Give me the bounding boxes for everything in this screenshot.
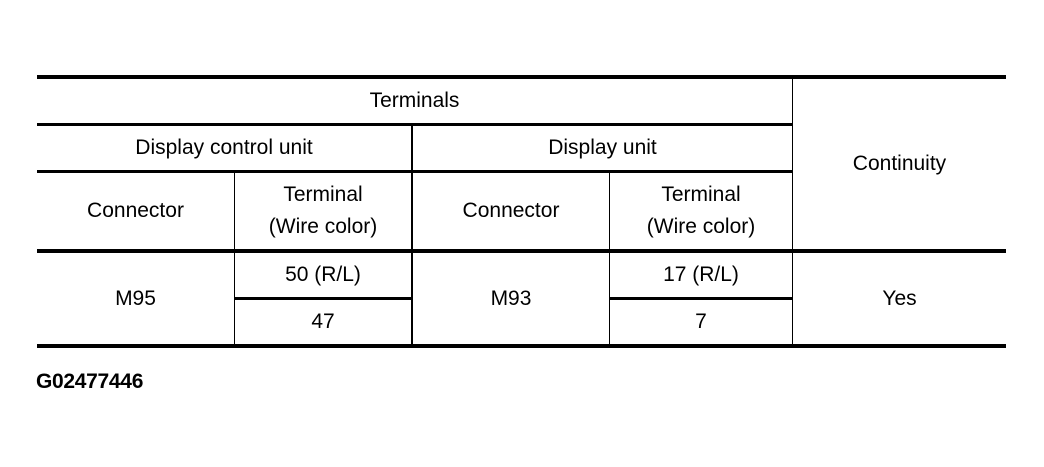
vrule-continuity — [792, 78, 793, 346]
rule-between-terminals-right — [609, 297, 792, 300]
cell-du-terminal-1: 17 (R/L) — [610, 253, 792, 297]
header-display-unit: Display unit — [413, 126, 792, 170]
cell-du-connector: M93 — [413, 253, 609, 344]
table-top-rule — [37, 75, 1006, 79]
du-connector-value: M93 — [490, 286, 532, 310]
rule-below-terminals — [37, 123, 793, 126]
header-du-connector: Connector — [413, 173, 609, 249]
header-du-connector-label: Connector — [462, 199, 560, 222]
header-dcu-connector-label: Connector — [87, 199, 184, 222]
du-terminal-2-value: 7 — [695, 310, 707, 333]
dcu-connector-value: M95 — [115, 286, 156, 310]
header-dcu-terminal-line2: (Wire color) — [268, 215, 378, 238]
header-du-label: Display unit — [548, 136, 657, 159]
header-continuity: Continuity — [793, 79, 1006, 249]
cell-dcu-connector: M95 — [37, 253, 234, 344]
rule-between-terminals-left — [234, 297, 412, 300]
cell-continuity: Yes — [793, 253, 1006, 344]
header-continuity-label: Continuity — [852, 152, 947, 175]
du-terminal-1-value: 17 (R/L) — [663, 263, 739, 286]
header-dcu-connector: Connector — [37, 173, 234, 249]
cell-du-terminal-2: 7 — [610, 300, 792, 344]
header-terminals: Terminals — [37, 79, 792, 123]
header-dcu-label: Display control unit — [135, 136, 313, 159]
rule-below-units — [37, 170, 793, 173]
header-du-terminal: Terminal (Wire color) — [610, 173, 792, 249]
header-dcu-terminal: Terminal (Wire color) — [235, 173, 411, 249]
header-display-control-unit: Display control unit — [37, 126, 411, 170]
vrule-unit-split — [411, 125, 413, 346]
cell-dcu-terminal-1: 50 (R/L) — [235, 253, 411, 297]
continuity-value: Yes — [882, 286, 917, 310]
dcu-terminal-1-value: 50 (R/L) — [285, 263, 361, 286]
vrule-dcu-split — [234, 172, 235, 346]
header-du-terminal-line2: (Wire color) — [646, 215, 756, 238]
header-terminals-label: Terminals — [369, 89, 460, 112]
table-bottom-rule — [37, 344, 1006, 348]
cell-dcu-terminal-2: 47 — [235, 300, 411, 344]
rule-below-header — [37, 249, 1006, 253]
figure-id: G02477446 — [36, 370, 144, 393]
header-du-terminal-line1: Terminal — [661, 183, 741, 206]
dcu-terminal-2-value: 47 — [311, 310, 335, 333]
vrule-du-split — [609, 172, 610, 346]
header-dcu-terminal-line1: Terminal — [283, 183, 363, 206]
